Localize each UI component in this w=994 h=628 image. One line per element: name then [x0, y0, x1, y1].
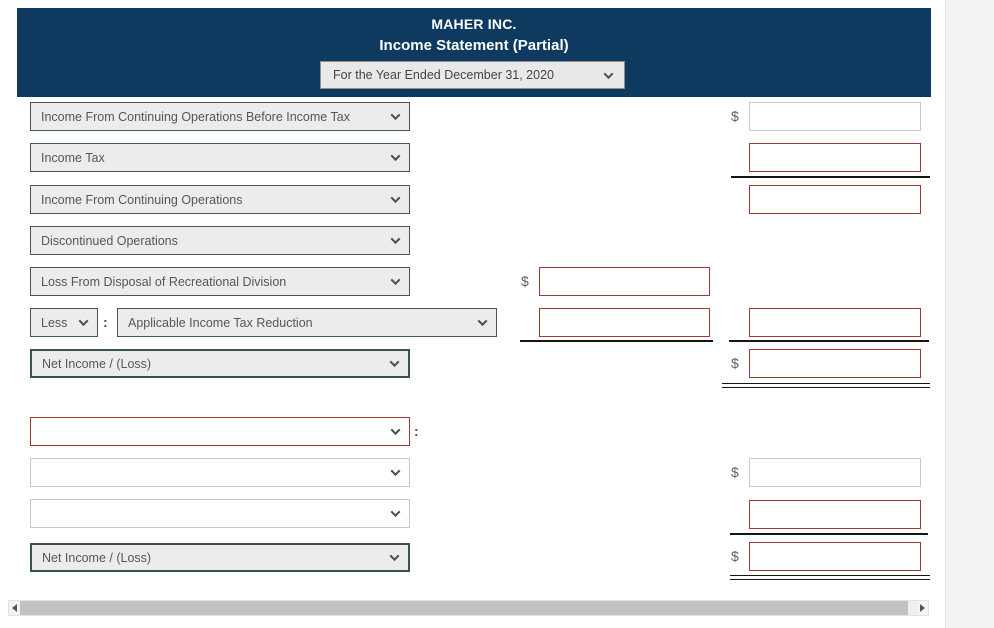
double-total-rule	[722, 383, 930, 388]
colon-separator: :	[103, 314, 108, 330]
net-income-bottom-amount-input[interactable]	[749, 542, 921, 571]
loss-disposal-amount-input[interactable]	[539, 267, 710, 296]
statement-title: Income Statement (Partial)	[379, 37, 569, 54]
period-select[interactable]: For the Year Ended December 31, 2020	[320, 61, 625, 89]
tax-reduction-amount-input[interactable]	[539, 308, 710, 337]
blank-row10-amount-input[interactable]	[749, 500, 921, 529]
select-value: Net Income / (Loss)	[42, 356, 152, 371]
blank-select-2[interactable]	[30, 499, 410, 528]
chevron-down-icon	[389, 357, 400, 368]
colon-separator: :	[414, 423, 419, 439]
income-continuing-select[interactable]: Income From Continuing Operations	[30, 185, 410, 214]
chevron-down-icon	[390, 151, 401, 162]
scroll-right-button[interactable]	[917, 601, 928, 615]
less-modifier-select[interactable]: Less	[30, 308, 98, 337]
loss-disposal-select[interactable]: Loss From Disposal of Recreational Divis…	[30, 267, 410, 296]
net-income-amount-input[interactable]	[749, 349, 921, 378]
chevron-down-icon	[477, 316, 488, 327]
chevron-down-icon	[390, 110, 401, 121]
discontinued-operations-select[interactable]: Discontinued Operations	[30, 226, 410, 255]
dollar-sign: $	[731, 108, 739, 124]
double-total-rule	[730, 575, 930, 580]
single-total-rule	[520, 340, 713, 342]
single-total-rule	[730, 533, 928, 535]
income-before-tax-select[interactable]: Income From Continuing Operations Before…	[30, 102, 410, 131]
income-before-tax-amount-input[interactable]	[749, 102, 921, 131]
income-tax-select[interactable]: Income Tax	[30, 143, 410, 172]
chevron-down-icon	[603, 68, 614, 79]
income-continuing-amount-input[interactable]	[749, 185, 921, 214]
chevron-down-icon	[390, 466, 401, 477]
dollar-sign: $	[521, 273, 529, 289]
dollar-sign: $	[731, 355, 739, 371]
select-value: Net Income / (Loss)	[42, 550, 152, 565]
right-margin-strip	[945, 0, 994, 628]
blank-select-1[interactable]	[30, 458, 410, 487]
dollar-sign: $	[731, 548, 739, 564]
period-select-value: For the Year Ended December 31, 2020	[333, 68, 554, 82]
chevron-down-icon	[390, 425, 401, 436]
chevron-down-icon	[390, 234, 401, 245]
section-label-select[interactable]	[30, 417, 410, 446]
chevron-down-icon	[389, 551, 400, 562]
scrollbar-thumb[interactable]	[20, 601, 908, 615]
select-value: Discontinued Operations	[41, 233, 178, 248]
horizontal-scrollbar[interactable]	[8, 600, 929, 616]
applicable-tax-reduction-select[interactable]: Applicable Income Tax Reduction	[117, 308, 497, 337]
blank-row9-amount-input[interactable]	[749, 458, 921, 487]
single-total-rule	[731, 176, 930, 178]
chevron-down-icon	[78, 316, 89, 327]
select-value: Income Tax	[41, 150, 105, 165]
scrollbar-track[interactable]	[908, 601, 917, 615]
dollar-sign: $	[731, 464, 739, 480]
single-total-rule	[729, 340, 929, 342]
scroll-left-button[interactable]	[9, 601, 20, 615]
company-name: MAHER INC.	[431, 16, 517, 32]
scroll-right-icon	[920, 604, 925, 612]
net-income-bottom-select[interactable]: Net Income / (Loss)	[30, 543, 410, 572]
discontinued-total-amount-input[interactable]	[749, 308, 921, 337]
statement-header: MAHER INC. Income Statement (Partial) Fo…	[17, 8, 931, 97]
select-value: Less	[41, 315, 68, 330]
chevron-down-icon	[390, 507, 401, 518]
select-value: Applicable Income Tax Reduction	[128, 315, 313, 330]
select-value: Income From Continuing Operations	[41, 192, 243, 207]
net-income-select[interactable]: Net Income / (Loss)	[30, 349, 410, 378]
scroll-left-icon	[12, 604, 17, 612]
select-value: Income From Continuing Operations Before…	[41, 109, 350, 124]
chevron-down-icon	[390, 275, 401, 286]
select-value: Loss From Disposal of Recreational Divis…	[41, 274, 287, 289]
chevron-down-icon	[390, 193, 401, 204]
income-tax-amount-input[interactable]	[749, 143, 921, 172]
